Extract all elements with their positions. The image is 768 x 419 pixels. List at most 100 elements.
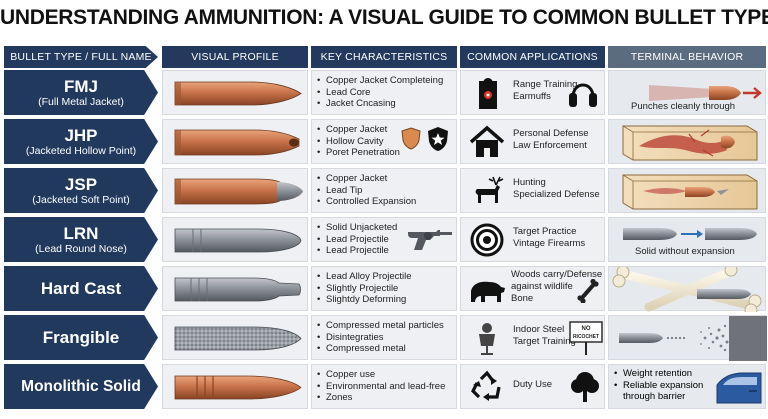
- applications-cell: Personal Defense Law Enforcement: [460, 119, 605, 164]
- bullet-full-name: (Full Metal Jacket): [38, 95, 124, 108]
- fmj-bullet-icon: [174, 81, 302, 106]
- applications-text: Duty Use: [513, 379, 552, 391]
- bullet-full-name: (Lead Round Nose): [35, 242, 127, 255]
- characteristic-item: Poret Penetration: [317, 147, 456, 159]
- key-characteristics-cell: Copper Jacket Completeing Lead Core Jack…: [311, 70, 457, 115]
- characteristic-item: Slightdy Deforming: [317, 294, 456, 306]
- terminal-behavior-list: •Weight retention •Reliable expansion th…: [609, 365, 765, 403]
- shield-icon: [401, 127, 421, 150]
- applications-cell: Duty Use: [460, 364, 605, 409]
- bullet-abbreviation: LRN: [63, 223, 99, 243]
- bear-icon: [471, 281, 505, 302]
- visual-profile-cell: [162, 364, 308, 409]
- car-door-icon: [716, 372, 762, 404]
- row-frangible: Frangible Compressed metal particles Dis…: [0, 315, 768, 362]
- bullet-type-label: JHP (Jacketed Hollow Point): [4, 119, 158, 164]
- characteristic-item: Hollow Cavity: [317, 136, 456, 148]
- characteristic-item: Disintegraties: [317, 332, 456, 344]
- pass-through-arrow-icon: [649, 85, 762, 101]
- characteristic-item: Lead Projectile: [317, 234, 456, 246]
- characteristic-item: Compressed metal: [317, 343, 456, 355]
- characteristic-item: Slightly Projectile: [317, 283, 456, 295]
- applications-text: Range Training Earmuffs: [513, 79, 577, 103]
- characteristic-item: Compressed metal particles: [317, 320, 456, 332]
- applications-text: Indoor Steel Target Training: [513, 324, 576, 348]
- deer-icon: [475, 176, 504, 203]
- target-silhouette-icon: [479, 78, 497, 109]
- application-item: Duty Use: [513, 379, 553, 390]
- terminal-behavior-cell: [608, 266, 766, 312]
- visual-profile-cell: [162, 70, 308, 115]
- key-characteristics-cell: Copper use Environmental and lead-free Z…: [311, 364, 457, 409]
- lrn-bullet-icon: [174, 228, 302, 253]
- bone-icon: [577, 279, 599, 303]
- terminal-behavior-text: Solid without expansion: [635, 246, 735, 257]
- row-monolithic-solid: Monolithic Solid Copper use Environmenta…: [0, 364, 768, 411]
- applications-text: Woods carry/Defense against wildlife Bon…: [511, 269, 602, 305]
- sign-text-ricochet: RICOCHET: [573, 334, 599, 340]
- bullet-abbreviation: Hard Cast: [40, 279, 122, 298]
- applications-text: Personal Defense Law Enforcement: [513, 128, 589, 152]
- jhp-bullet-icon: [174, 129, 300, 156]
- header-common-applications: COMMON APPLICATIONS: [460, 46, 605, 68]
- row-jsp: JSP (Jacketed Soft Point) Copper Jacket …: [0, 168, 768, 215]
- key-characteristics-cell: Solid Unjacketed Lead Projectile Lead Pr…: [311, 217, 457, 262]
- key-characteristics-cell: Compressed metal particles Disintegratie…: [311, 315, 457, 360]
- application-item: Personal Defense: [513, 128, 589, 139]
- applications-text: Target Practice Vintage Firearms: [513, 226, 585, 250]
- monolithic-bullet-icon: [174, 375, 302, 400]
- bullet-type-label: Frangible: [4, 315, 158, 360]
- applications-text: Hunting Specialized Defense: [513, 177, 600, 201]
- characteristic-item: Copper Jacket Completeing: [317, 75, 456, 87]
- characteristic-item: Copper Jacket: [317, 173, 456, 185]
- page-title: UNDERSTANDING AMMUNITION: A VISUAL GUIDE…: [0, 6, 768, 29]
- hard-cast-bullet-icon: [174, 277, 301, 302]
- tree-icon: [571, 372, 599, 402]
- characteristic-item: Controlled Expansion: [317, 196, 456, 208]
- characteristic-item: Copper Jacket: [317, 124, 456, 136]
- recycle-icon: [471, 370, 501, 401]
- characteristic-item: Environmental and lead-free: [317, 381, 456, 393]
- application-item: Bone: [511, 293, 534, 304]
- header-visual-profile: VISUAL PROFILE: [162, 46, 308, 68]
- visual-profile-cell: [162, 266, 308, 311]
- row-lrn: LRN (Lead Round Nose) Solid Unjacketed L…: [0, 217, 768, 264]
- application-item: against wildlife: [511, 281, 573, 292]
- application-item: Target Practice: [513, 226, 577, 237]
- bullet-type-label: LRN (Lead Round Nose): [4, 217, 158, 262]
- bullet-full-name: (Jacketed Soft Point): [32, 193, 130, 206]
- application-item: Woods carry/Defense: [511, 269, 603, 280]
- application-item: Specialized Defense: [513, 189, 600, 200]
- applications-cell: Target Practice Vintage Firearms: [460, 217, 605, 262]
- characteristic-item: Solid Unjacketed: [317, 222, 456, 234]
- terminal-behavior-cell: Punches cleanly through: [608, 70, 766, 115]
- terminal-behavior-item: through barrier: [623, 391, 686, 402]
- earmuffs-icon: [569, 83, 597, 107]
- steel-target-icon: [479, 323, 495, 355]
- house-icon: [469, 125, 505, 157]
- characteristic-item: Jacket Cncasing: [317, 98, 456, 110]
- row-hard-cast: Hard Cast Lead Alloy Projectile Slightly…: [0, 266, 768, 313]
- applications-cell: Indoor Steel Target Training NO RICOCHET: [460, 315, 605, 360]
- visual-profile-cell: [162, 315, 308, 360]
- terminal-behavior-cell: [608, 119, 766, 164]
- application-item: Target Training: [513, 336, 576, 347]
- disintegration-impact-icon: [619, 316, 767, 361]
- bullet-abbreviation: Frangible: [42, 328, 120, 347]
- terminal-behavior-item: •Reliable expansion: [614, 379, 704, 391]
- characteristic-item: Zones: [317, 392, 456, 404]
- characteristic-item: Copper use: [317, 369, 456, 381]
- sign-text-no: NO: [582, 326, 591, 332]
- bullet-type-label: Monolithic Solid: [4, 364, 158, 409]
- key-characteristics-cell: Lead Alloy Projectile Slightly Projectil…: [311, 266, 457, 311]
- revolver-icon: [408, 230, 452, 250]
- bullet-abbreviation: FMJ: [64, 76, 98, 96]
- bullet-abbreviation: JSP: [64, 174, 98, 194]
- frangible-bullet-icon: [174, 326, 302, 351]
- visual-profile-cell: [162, 217, 308, 262]
- key-characteristics-cell: Copper Jacket Hollow Cavity Poret Penetr…: [311, 119, 457, 164]
- police-badge-icon: [428, 127, 448, 151]
- application-item: Law Enforcement: [513, 140, 587, 151]
- visual-profile-cell: [162, 168, 308, 213]
- application-item: Vintage Firearms: [513, 238, 586, 249]
